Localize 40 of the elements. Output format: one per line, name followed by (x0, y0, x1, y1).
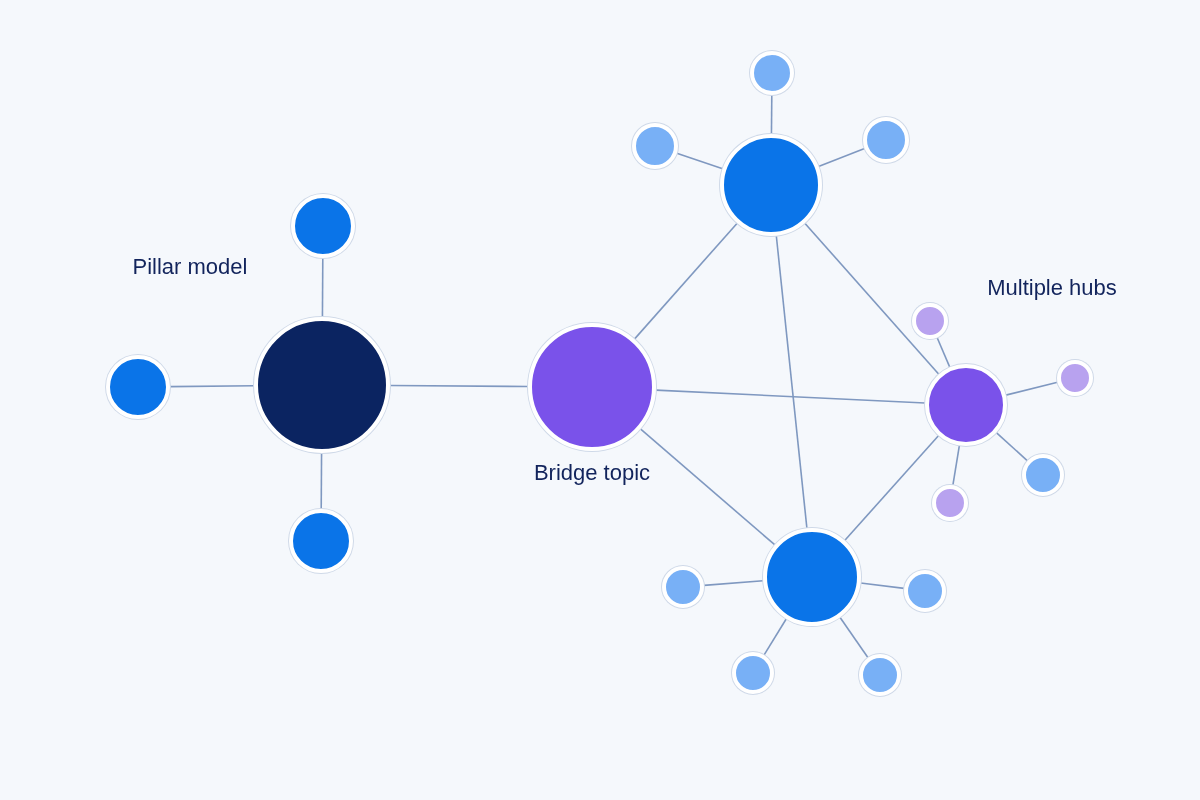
circle-node (1057, 360, 1093, 396)
circle-node (925, 364, 1007, 446)
circle-node (904, 570, 946, 612)
circle-node (763, 528, 861, 626)
connector-line (995, 431, 1029, 462)
connector-line (817, 147, 866, 168)
connector-line (169, 384, 255, 388)
connector-line (775, 234, 808, 530)
circle-node (1022, 454, 1064, 496)
connector-line (839, 616, 869, 659)
connector-line (936, 336, 951, 369)
circle-node (106, 355, 170, 419)
circle-node (732, 652, 774, 694)
circle-node (912, 303, 948, 339)
circle-node (859, 654, 901, 696)
circle-node (632, 123, 678, 169)
connector-line (843, 434, 940, 542)
group-heading: Multiple hubs (987, 275, 1117, 301)
connector-line (321, 257, 324, 318)
connector-line (763, 617, 788, 656)
node-caption: Bridge topic (533, 460, 651, 486)
circle-node (662, 566, 704, 608)
connector-line (952, 444, 961, 487)
circle-node (932, 485, 968, 521)
circle-node (863, 117, 909, 163)
group-heading: Pillar model (132, 254, 248, 280)
connector-line (655, 389, 926, 404)
circle-node (750, 51, 794, 95)
connector-line (1005, 381, 1059, 396)
connector-line (633, 222, 738, 340)
connector-line (770, 94, 773, 135)
connector-line (389, 384, 529, 388)
connector-line (859, 582, 905, 590)
connector-line (804, 222, 940, 376)
circle-node (291, 194, 355, 258)
connector-line (676, 152, 724, 170)
circle-node (289, 509, 353, 573)
connector-line (320, 452, 323, 510)
connector-line (639, 428, 776, 546)
connector-line (703, 580, 764, 587)
